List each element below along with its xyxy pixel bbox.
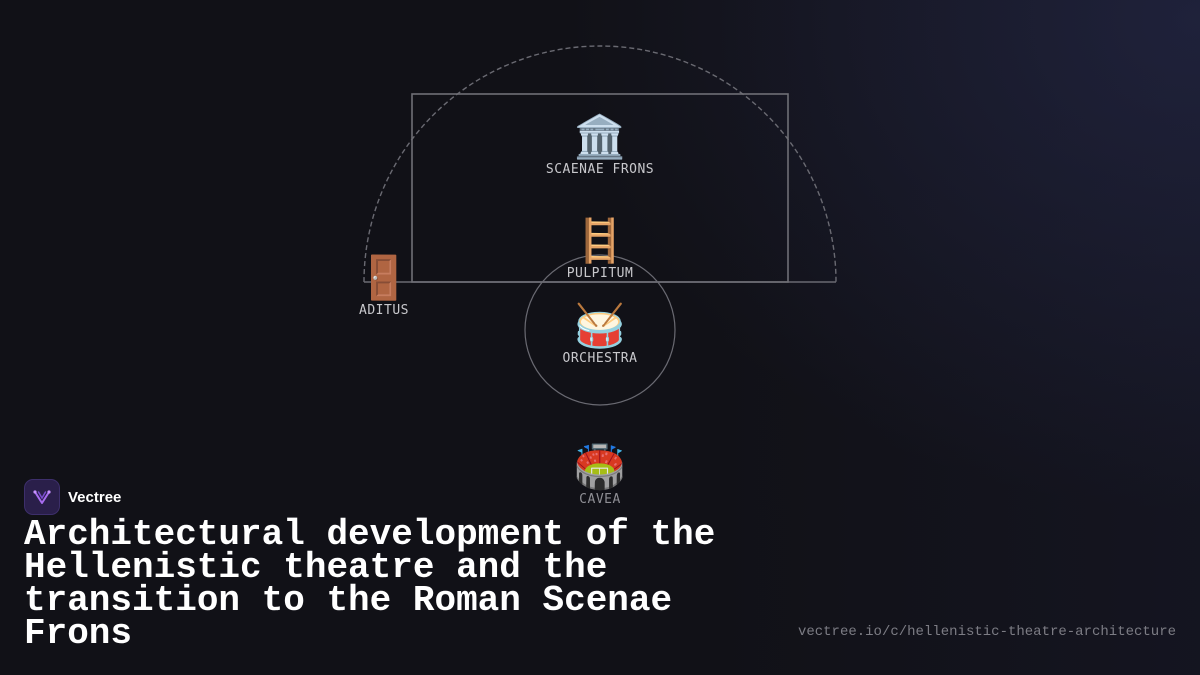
door-icon: 🚪: [357, 253, 411, 302]
source-url[interactable]: vectree.io/c/hellenistic-theatre-archite…: [797, 624, 1176, 640]
brand[interactable]: Vectree: [24, 479, 121, 515]
cavea-semicircle-outline: [363, 45, 837, 283]
scaenae-frons-box: [411, 93, 789, 283]
pulpitum-label: PULPITUM: [566, 266, 634, 281]
scaenae-frons-label: SCAENAE FRONS: [545, 162, 655, 177]
page-title: Architectural development of the Helleni…: [24, 514, 716, 654]
node-scaenae-frons: 🏛️ SCAENAE FRONS: [520, 112, 680, 178]
node-orchestra: 🥁 ORCHESTRA: [520, 301, 680, 367]
vectree-logo-icon: [24, 479, 60, 515]
ladder-icon: 🪜: [573, 216, 627, 265]
aditus-label: ADITUS: [359, 303, 409, 318]
classical-building-icon: 🏛️: [573, 112, 627, 161]
orchestra-label: ORCHESTRA: [562, 351, 638, 366]
drum-icon: 🥁: [573, 301, 627, 350]
cavea-label: CAVEA: [579, 492, 621, 507]
node-aditus: 🚪 ADITUS: [304, 253, 464, 319]
node-cavea: 🏟️ CAVEA: [520, 442, 680, 508]
node-pulpitum: 🪜 PULPITUM: [520, 216, 680, 282]
stadium-icon: 🏟️: [573, 442, 627, 491]
orchestra-circle: [524, 254, 676, 406]
brand-name: Vectree: [68, 488, 122, 506]
